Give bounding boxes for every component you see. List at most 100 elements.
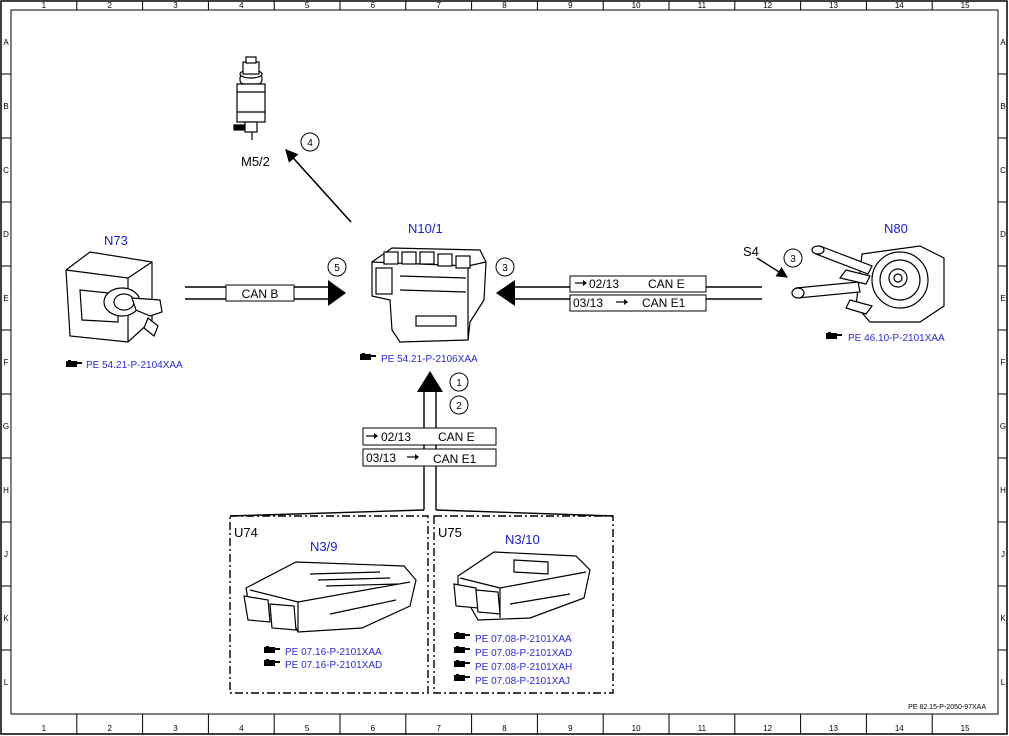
marker-5: 5	[327, 257, 347, 277]
hand-pointer-icon	[454, 660, 470, 667]
hand-pointer-icon	[66, 360, 82, 367]
frame-row-letter: E	[3, 294, 8, 303]
frame-column-number: 3	[173, 1, 178, 10]
n80-ref: PE 46.10-P-2101XAA	[848, 333, 945, 344]
n73-label: N73	[104, 233, 128, 248]
marker-3: 3	[495, 257, 515, 277]
frame-column-number: 9	[568, 1, 573, 10]
right-bus-row2-code: 03/13	[573, 296, 603, 310]
n3-9-ref-1: PE 07.16-P-2101XAA	[285, 647, 382, 658]
right-bus-row2-label: CAN E1	[642, 296, 686, 310]
svg-text:2: 2	[456, 401, 462, 412]
n80-ref-link[interactable]: PE 46.10-P-2101XAA	[826, 332, 945, 344]
n10-1-sam-module[interactable]: N10/1 PE 54.21-P-2106XAA	[360, 221, 487, 365]
n73-ignition-switch[interactable]: N73 PE 54.21-P-2104XAA	[65, 233, 183, 371]
n73-ref: PE 54.21-P-2104XAA	[86, 360, 183, 371]
s4-pointer	[756, 257, 788, 278]
marker-4: 4	[300, 132, 320, 152]
control-module-icon	[371, 247, 487, 343]
bottom-bus-row2-label: CAN E1	[433, 452, 477, 466]
frame-column-number: 7	[436, 724, 441, 733]
n3-10-ref-2: PE 07.08-P-2101XAD	[475, 648, 572, 659]
frame-column-number: 11	[698, 724, 707, 733]
frame-row-letter: C	[1000, 166, 1006, 175]
n3-10-ref-3: PE 07.08-P-2101XAH	[475, 662, 572, 673]
u75-label: U75	[438, 525, 462, 540]
frame-column-number: 10	[632, 1, 641, 10]
n3-10-ref-link-4[interactable]: PE 07.08-P-2101XAJ	[454, 674, 570, 687]
n10-1-label: N10/1	[408, 221, 443, 236]
svg-text:3: 3	[790, 254, 796, 265]
n3-10-ref-4: PE 07.08-P-2101XAJ	[475, 676, 570, 687]
frame-column-number: 6	[371, 1, 376, 10]
n3-10-ref-link-1[interactable]: PE 07.08-P-2101XAA	[454, 632, 572, 645]
steering-column-module-icon	[791, 245, 945, 323]
right-bus-row1-code: 02/13	[589, 277, 619, 291]
n3-10-ref-link-2[interactable]: PE 07.08-P-2101XAD	[454, 646, 572, 659]
u74-engine-group[interactable]: U74 N3/9 PE 07.16-P-2101XAA PE 07.16-P-2…	[229, 515, 429, 694]
frame-row-letter: E	[1000, 294, 1005, 303]
n10-1-ref-link[interactable]: PE 54.21-P-2106XAA	[360, 353, 478, 365]
n73-ref-link[interactable]: PE 54.21-P-2104XAA	[66, 360, 183, 371]
bottom-can-bus: 02/13 CAN E 03/13 CAN E1	[229, 371, 614, 517]
frame-column-number: 12	[763, 724, 772, 733]
m5-2-washer-pump[interactable]: M5/2	[233, 56, 270, 169]
frame-column-number: 3	[173, 724, 178, 733]
frame-column-number: 15	[961, 1, 970, 10]
frame-column-number: 15	[961, 724, 970, 733]
hand-pointer-icon	[826, 332, 842, 339]
frame-column-number: 4	[239, 724, 244, 733]
n3-9-ref-2: PE 07.16-P-2101XAD	[285, 660, 382, 671]
n10-1-ref: PE 54.21-P-2106XAA	[381, 354, 478, 365]
frame-row-letter: G	[1000, 422, 1006, 431]
document-id: PE 82.15-P-2050-97XAA	[908, 704, 986, 711]
marker-2: 2	[449, 395, 469, 415]
frame-row-letter: D	[3, 230, 9, 239]
can-b-bus: CAN B	[185, 280, 346, 306]
frame-column-number: 5	[305, 1, 310, 10]
n3-9-label: N3/9	[310, 539, 337, 554]
u75-engine-group[interactable]: U75 N3/10 PE 07.08-P-2101XAA PE 07.08-P-…	[433, 515, 614, 694]
bottom-bus-row2-code: 03/13	[366, 451, 396, 465]
hand-pointer-icon	[264, 646, 280, 653]
frame-column-number: 5	[305, 724, 310, 733]
frame-row-letter: K	[1000, 614, 1006, 623]
frame-column-number: 2	[107, 724, 112, 733]
n80-steering-column-module[interactable]: N80 S4 3 PE 46.10-P-2101XAA	[743, 221, 945, 344]
bottom-bus-row1-code: 02/13	[381, 430, 411, 444]
frame-column-number: 14	[895, 724, 904, 733]
frame-row-letter: D	[1000, 230, 1006, 239]
frame-row-letter: J	[4, 550, 8, 559]
frame-row-letter: A	[1000, 38, 1006, 47]
washer-pump-icon	[233, 56, 266, 140]
hand-pointer-icon	[454, 674, 470, 681]
n3-10-label: N3/10	[505, 532, 540, 547]
frame-column-number: 8	[502, 724, 507, 733]
frame-column-number: 12	[763, 1, 772, 10]
n3-10-ref-link-3[interactable]: PE 07.08-P-2101XAH	[454, 660, 572, 673]
arrow-to-m5-2	[285, 149, 352, 223]
n3-9-ref-link-2[interactable]: PE 07.16-P-2101XAD	[264, 659, 382, 671]
frame-row-letter: B	[3, 102, 8, 111]
marker-1: 1	[449, 372, 469, 392]
frame-column-number: 11	[698, 1, 707, 10]
frame-row-letter: A	[3, 38, 9, 47]
engine-control-unit-icon	[243, 561, 417, 633]
frame-row-letter: B	[1000, 102, 1005, 111]
marker-3-s4: 3	[783, 248, 803, 268]
n3-9-ref-link-1[interactable]: PE 07.16-P-2101XAA	[264, 646, 382, 658]
frame-column-number: 14	[895, 1, 904, 10]
ignition-switch-icon	[65, 251, 163, 343]
n80-label: N80	[884, 221, 908, 236]
frame-column-number: 1	[42, 1, 47, 10]
frame-column-number: 7	[436, 1, 441, 10]
hand-pointer-icon	[454, 646, 470, 653]
hand-pointer-icon	[454, 632, 470, 639]
frame-column-number: 6	[371, 724, 376, 733]
can-b-label: CAN B	[242, 287, 279, 301]
svg-text:4: 4	[307, 138, 313, 149]
frame-row-letter: F	[1001, 358, 1006, 367]
